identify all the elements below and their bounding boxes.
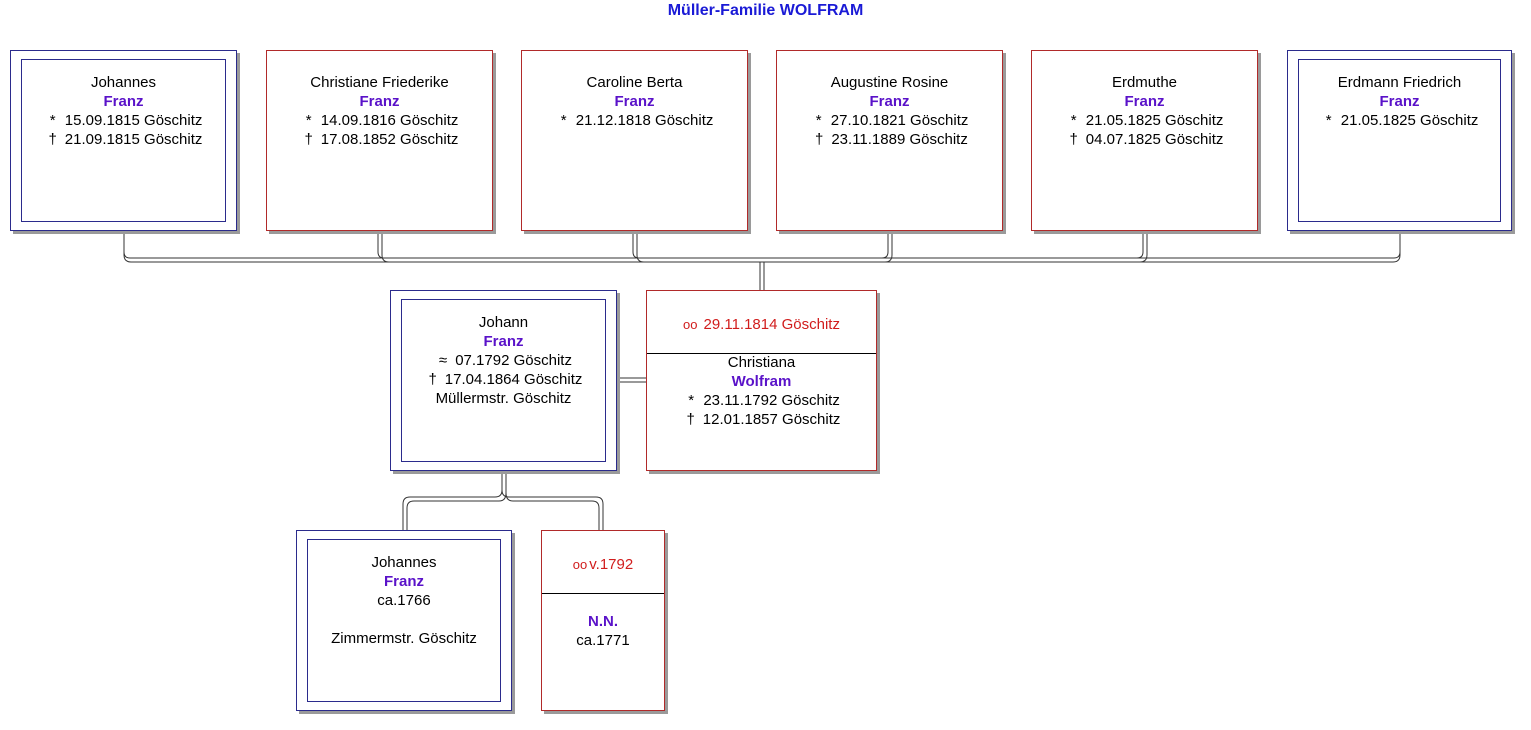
approx-icon: ≈ [438,352,448,369]
baptism-date: 07.1792 Göschitz [455,352,572,369]
parents-bus-line [406,471,507,530]
spouse-link-line [617,377,646,383]
child-card-erdmann-friedrich[interactable]: Erdmann Friedrich Franz * 21.05.1825 Gös… [1287,50,1512,231]
death-icon: † [686,411,695,428]
parents-bus-line [501,471,604,530]
birth-date: ca.1771 [576,632,630,649]
occupation: Müllermstr. Göschitz [435,390,572,407]
surname: Franz [1124,93,1165,110]
surname: Franz [869,93,910,110]
birth-date: 27.10.1821 Göschitz [830,112,969,129]
surname: N.N. [588,613,618,630]
husband-card-johann[interactable]: Johann Franz ≈ 07.1792 Göschitz † 17.04.… [390,290,617,471]
given-name: Augustine Rosine [830,74,949,91]
children-bus-line [123,232,1401,259]
given-name: Johannes [371,554,437,571]
death-icon: † [815,131,824,148]
birth-icon: * [815,112,822,129]
card-inner-frame [307,539,501,702]
divider [542,593,664,594]
death-date: 17.08.1852 Göschitz [320,131,459,148]
birth-date: 23.11.1792 Göschitz [703,392,840,409]
marriage-date: 29.11.1814 Göschitz [703,316,840,333]
child-card-johannes[interactable]: Johannes Franz * 15.09.1815 Göschitz † 2… [10,50,237,231]
given-name: Christiane Friederike [310,74,449,91]
father-card-johannes[interactable]: Johannes Franz ca.1766 Zimmermstr. Gösch… [296,530,512,711]
child-card-christiane-friederike[interactable]: Christiane Friederike Franz * 14.09.1816… [266,50,493,231]
birth-icon: * [560,112,567,129]
birth-date: ca.1766 [377,592,431,609]
wife-card-christiana[interactable]: oo 29.11.1814 Göschitz Christiana Wolfram… [646,290,877,471]
divider [647,353,876,354]
given-name: Johannes [90,74,157,91]
given-name: Erdmuthe [1111,74,1178,91]
card-inner-frame [21,59,226,222]
child-card-erdmuthe[interactable]: Erdmuthe Franz * 21.05.1825 Göschitz † 0… [1031,50,1258,231]
child-drop-line [1136,232,1148,263]
couple-stem-line [759,262,765,290]
occupation: Zimmermstr. Göschitz [331,630,477,647]
death-date: 04.07.1825 Göschitz [1085,131,1224,148]
surname: Franz [103,93,144,110]
marriage-row: oo 29.11.1814 Göschitz [647,316,876,333]
death-icon: † [1069,131,1078,148]
birth-date: 21.12.1818 Göschitz [575,112,714,129]
birth-icon: * [1325,112,1332,129]
death-date: 12.01.1857 Göschitz [702,411,841,428]
card-inner-frame [401,299,606,462]
child-drop-line [377,232,390,263]
surname: Franz [483,333,524,350]
surname: Franz [359,93,400,110]
death-date: 23.11.1889 Göschitz [831,131,968,148]
birth-date: 21.05.1825 Göschitz [1340,112,1479,129]
rings-icon: oo [683,317,698,332]
child-card-caroline-berta[interactable]: Caroline Berta Franz * 21.12.1818 Göschi… [521,50,748,231]
death-icon: † [428,371,437,388]
given-name: Christiana [727,354,796,371]
children-bus-line [123,232,1401,263]
birth-date: 14.09.1816 Göschitz [320,112,459,129]
birth-date: 21.05.1825 Göschitz [1085,112,1224,129]
death-date: 17.04.1864 Göschitz [444,371,583,388]
given-name: Erdmann Friedrich [1337,74,1462,91]
death-date: 21.09.1815 Göschitz [64,131,203,148]
given-name: Caroline Berta [586,74,683,91]
given-name: Johann [478,314,529,331]
rings-icon: oo [572,557,588,572]
birth-icon: * [688,392,695,409]
parents-bus-line [505,471,600,530]
parents-bus-line [402,471,503,530]
death-icon: † [48,131,57,148]
child-drop-line [881,232,893,263]
birth-icon: * [49,112,56,129]
child-drop-line [632,232,645,263]
child-card-augustine-rosine[interactable]: Augustine Rosine Franz * 27.10.1821 Gösc… [776,50,1003,231]
marriage-date: v.1792 [589,556,634,573]
surname: Franz [383,573,424,590]
card-inner-frame [1298,59,1501,222]
chart-title: Müller-Familie WOLFRAM [667,2,864,19]
surname: Wolfram [731,373,792,390]
birth-date: 15.09.1815 Göschitz [64,112,203,129]
death-icon: † [304,131,313,148]
birth-icon: * [1070,112,1077,129]
surname: Franz [614,93,655,110]
birth-icon: * [305,112,312,129]
surname: Franz [1379,93,1420,110]
